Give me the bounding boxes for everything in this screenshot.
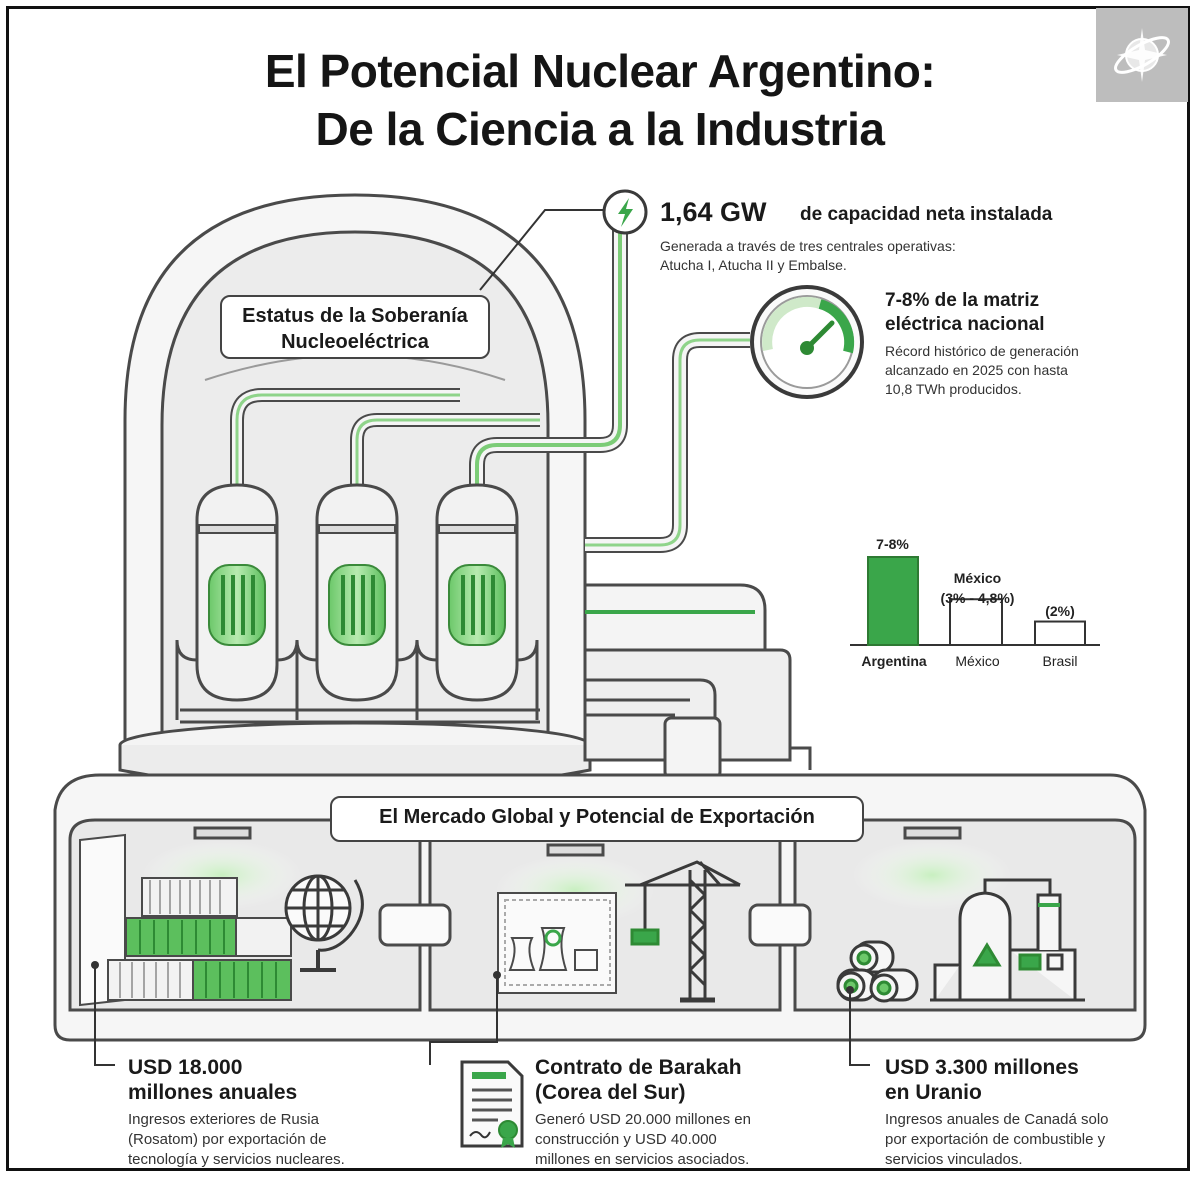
- status-label-line2: Nucleoeléctrica: [281, 331, 429, 353]
- export-3-desc-line2: por exportación de combustible y: [885, 1131, 1106, 1148]
- lightning-bolt-icon: [602, 189, 648, 235]
- status-label-line1: Estatus de la Soberanía: [242, 305, 468, 327]
- status-label: Estatus de la Soberanía Nucleoeléctrica: [220, 295, 490, 359]
- share-desc-line1: Récord histórico de generación: [885, 343, 1079, 359]
- export-3-title-line1: USD 3.300 millones: [885, 1056, 1079, 1079]
- bar-category-mexico: México: [955, 653, 1000, 669]
- bar-category-argentina: Argentina: [861, 653, 927, 669]
- bar-value-label-argentina: 7-8%: [876, 536, 909, 552]
- export-1-title-line1: USD 18.000: [128, 1056, 243, 1079]
- marker-dot: [846, 986, 854, 994]
- blueprint-icon: [497, 892, 617, 994]
- marker-dot: [91, 961, 99, 969]
- leader-lines: [94, 965, 870, 1066]
- turbine-building: [583, 583, 812, 780]
- reactor-pipes: [230, 209, 750, 553]
- market-label: El Mercado Global y Potencial de Exporta…: [330, 796, 864, 842]
- bar-mexico: [949, 598, 1003, 646]
- certificate-icon: [460, 1060, 524, 1148]
- export-2-title-line1: Contrato de Barakah: [535, 1056, 742, 1079]
- capacity-desc-line2: Atucha I, Atucha II y Embalse.: [660, 257, 847, 273]
- export-1-desc-line3: tecnología y servicios nucleares.: [128, 1151, 345, 1168]
- export-2-desc-line1: Generó USD 20.000 millones en: [535, 1111, 751, 1128]
- capacity-label: de capacidad neta instalada: [800, 204, 1053, 225]
- page-title-line1: El Potencial Nuclear Argentino:: [264, 45, 936, 97]
- share-desc-line3: 10,8 TWh producidos.: [885, 381, 1022, 397]
- export-1-desc-line2: (Rosatom) por exportación de: [128, 1131, 327, 1148]
- share-title-line2: eléctrica nacional: [885, 314, 1045, 335]
- share-title-line1: 7-8% de la matriz: [885, 290, 1040, 311]
- crane-icon: [625, 860, 741, 1003]
- share-desc-line2: alcanzado en 2025 con hasta: [885, 362, 1068, 378]
- bar-value-label-brasil: (2%): [1045, 603, 1075, 619]
- uranium-icon: [836, 940, 919, 1003]
- capacity-desc-line1: Generada a través de tres centrales oper…: [660, 238, 956, 254]
- bar-brasil: [1034, 620, 1086, 646]
- containers-icon: [107, 877, 292, 1001]
- processing-plant-icon: [930, 878, 1085, 1002]
- export-3-desc-line3: servicios vinculados.: [885, 1151, 1023, 1168]
- reactor-vessels: [175, 483, 540, 724]
- export-1-desc-line1: Ingresos exteriores de Rusia: [128, 1111, 319, 1128]
- export-2-desc-line3: millones en servicios asociados.: [535, 1151, 750, 1168]
- share-bar-chart: [850, 556, 1100, 646]
- export-3-desc-line1: Ingresos anuales de Canadá solo: [885, 1111, 1109, 1128]
- export-1-title-line2: millones anuales: [128, 1081, 298, 1104]
- export-2-title-line2: (Corea del Sur): [535, 1081, 686, 1104]
- bar-category-brasil: Brasil: [1042, 653, 1078, 669]
- bar-argentina: [867, 556, 919, 646]
- gauge-icon: [750, 285, 864, 399]
- globe-icon: [284, 874, 364, 972]
- logo: [1096, 8, 1188, 102]
- marker-dot: [493, 971, 501, 979]
- capacity-value: 1,64 GW: [660, 197, 767, 227]
- export-3-title-line2: en Uranio: [885, 1081, 982, 1104]
- bar-extra-label-mexico: México: [953, 570, 1002, 586]
- page-title-line2: De la Ciencia a la Industria: [315, 103, 885, 155]
- page-frame: [6, 6, 1190, 1171]
- bar-value-label-mexico: (3% - 4,8%): [940, 590, 1015, 606]
- export-2-desc-line2: construcción y USD 40.000: [535, 1131, 717, 1148]
- orbit-logo-icon: [1114, 28, 1170, 82]
